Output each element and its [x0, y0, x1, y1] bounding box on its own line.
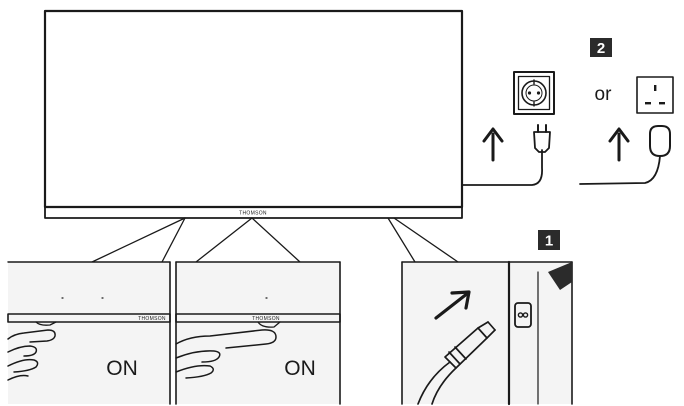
panel-power-inlet [401, 260, 573, 406]
uk-socket-icon [636, 76, 674, 114]
arrow-up-icon [608, 127, 630, 162]
on-label-b: ON [284, 357, 316, 380]
uk-plug-icon [579, 125, 671, 185]
tv-screen [43, 9, 464, 219]
svg-text:2: 2 [597, 40, 605, 57]
insert-arrow-icon [434, 290, 471, 320]
schuko-socket-icon [513, 71, 555, 115]
panel-brand-logo-b: THOMSON [252, 316, 280, 322]
panel-power-button-b [175, 261, 341, 405]
on-label-a: ON [106, 357, 138, 380]
tv-brand-logo: THOMSON [239, 211, 267, 217]
panel-brand-logo-a: THOMSON [138, 316, 166, 322]
callout-lines [91, 217, 459, 263]
arrow-up-icon [482, 127, 504, 162]
svg-text:1: 1 [545, 233, 553, 250]
hand-press-icon [7, 329, 56, 381]
step-badge-2: 2 [590, 38, 612, 57]
schuko-plug-icon [533, 124, 551, 153]
panel-power-button-a [7, 261, 171, 405]
power-inlet-icon [514, 302, 532, 328]
hand-press-icon [175, 329, 277, 379]
tv-power-cable [461, 149, 543, 186]
step-badge-1: 1 [538, 230, 560, 250]
or-label: or [595, 84, 613, 105]
iec-plug-icon [417, 321, 496, 405]
